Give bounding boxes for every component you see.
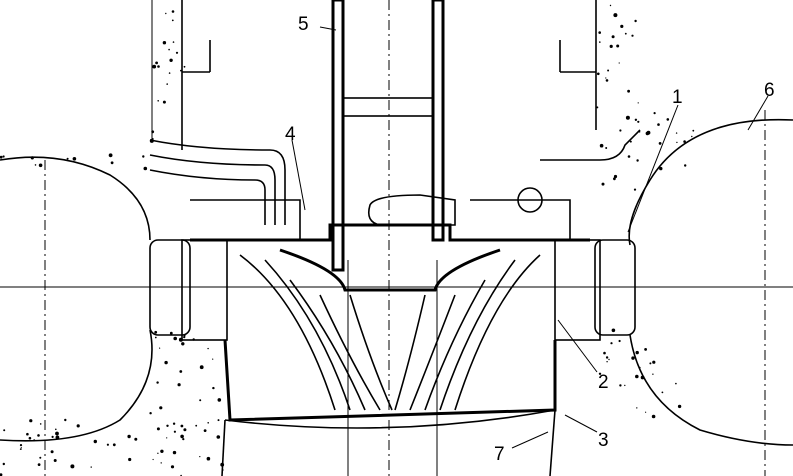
callout-4: 4 [285,124,296,145]
leader-1 [627,104,679,233]
pipe-left-3 [149,169,266,225]
right-spiral-casing-top [628,118,793,246]
leader-5 [319,26,337,31]
callout-2: 2 [598,372,609,393]
shaft-left-wall [331,0,345,272]
callout-6: 6 [764,80,775,101]
left-bearing-housing [190,199,301,240]
servomotor [367,194,456,226]
right-guide-ring [554,239,601,341]
left-stay-ring [149,239,191,336]
left-spiral-casing-top [0,156,151,241]
callout-3: 3 [598,430,609,451]
callout-7: 7 [494,444,505,465]
band-lower-edge [224,409,556,429]
pipe-left-1 [149,139,286,225]
leader-4 [291,139,306,211]
draft-tube-left-wall [221,419,226,476]
right-spiral-casing-bottom [629,334,793,446]
draft-tube-right-wall [549,409,556,476]
servomotor-pivot [517,187,543,213]
callout-5: 5 [298,14,309,35]
shaft-coupling-flange [342,97,434,117]
runner-crown [279,248,501,292]
shaft-right-wall [431,0,445,242]
right-stay-ring [594,239,636,336]
leader-2 [557,319,598,373]
leader-6 [747,95,769,131]
head-cover [190,223,590,242]
pipe-left-2 [149,154,276,225]
runner-band [223,339,557,422]
left-spiral-casing-bottom [0,329,153,442]
leader-7 [511,431,549,449]
right-bearing-housing [470,199,571,240]
pipe-right [540,129,641,161]
left-guide-ring [181,239,228,341]
leader-3 [564,414,598,433]
callout-1: 1 [672,87,683,108]
runner-blades [239,254,541,411]
